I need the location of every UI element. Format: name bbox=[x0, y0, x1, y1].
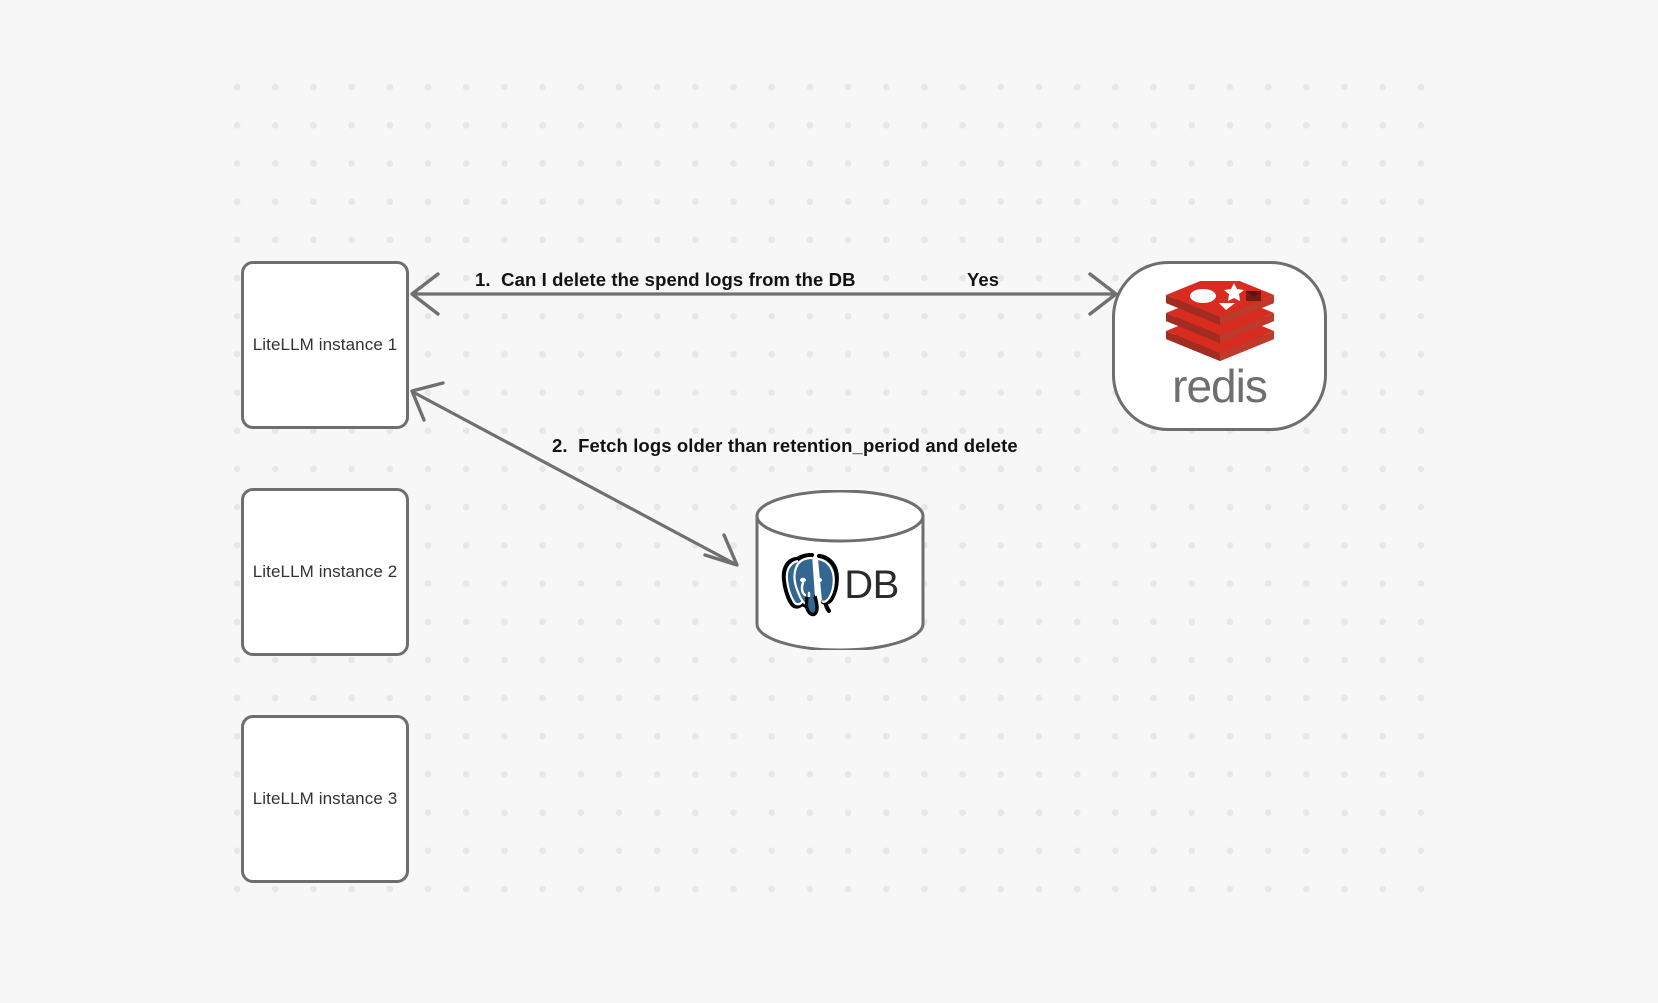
database-cylinder-shape bbox=[755, 490, 925, 650]
edge-litellm-1-to-db bbox=[410, 381, 739, 567]
node-litellm-instance-3-label: LiteLLM instance 3 bbox=[252, 789, 398, 808]
node-litellm-instance-1-label: LiteLLM instance 1 bbox=[252, 335, 398, 354]
node-database[interactable]: DB bbox=[754, 490, 926, 650]
node-litellm-instance-2[interactable]: LiteLLM instance 2 bbox=[241, 488, 409, 656]
node-litellm-instance-3[interactable]: LiteLLM instance 3 bbox=[241, 715, 409, 883]
edge-label-step-1: 1. Can I delete the spend logs from the … bbox=[475, 269, 856, 290]
database-label: DB bbox=[844, 563, 899, 607]
database-logo-group: DB bbox=[754, 542, 926, 628]
node-redis[interactable]: redis bbox=[1112, 261, 1327, 431]
edge-label-step-2: 2. Fetch logs older than retention_perio… bbox=[552, 435, 1018, 456]
redis-wordmark: redis bbox=[1172, 360, 1268, 413]
redis-logo-group: redis bbox=[1162, 281, 1278, 409]
edge-label-step-1-response: Yes bbox=[967, 269, 1000, 290]
postgresql-elephant-icon bbox=[781, 553, 840, 617]
redis-logo-icon bbox=[1165, 281, 1274, 362]
node-litellm-instance-1[interactable]: LiteLLM instance 1 bbox=[241, 261, 409, 429]
node-litellm-instance-2-label: LiteLLM instance 2 bbox=[252, 562, 398, 581]
